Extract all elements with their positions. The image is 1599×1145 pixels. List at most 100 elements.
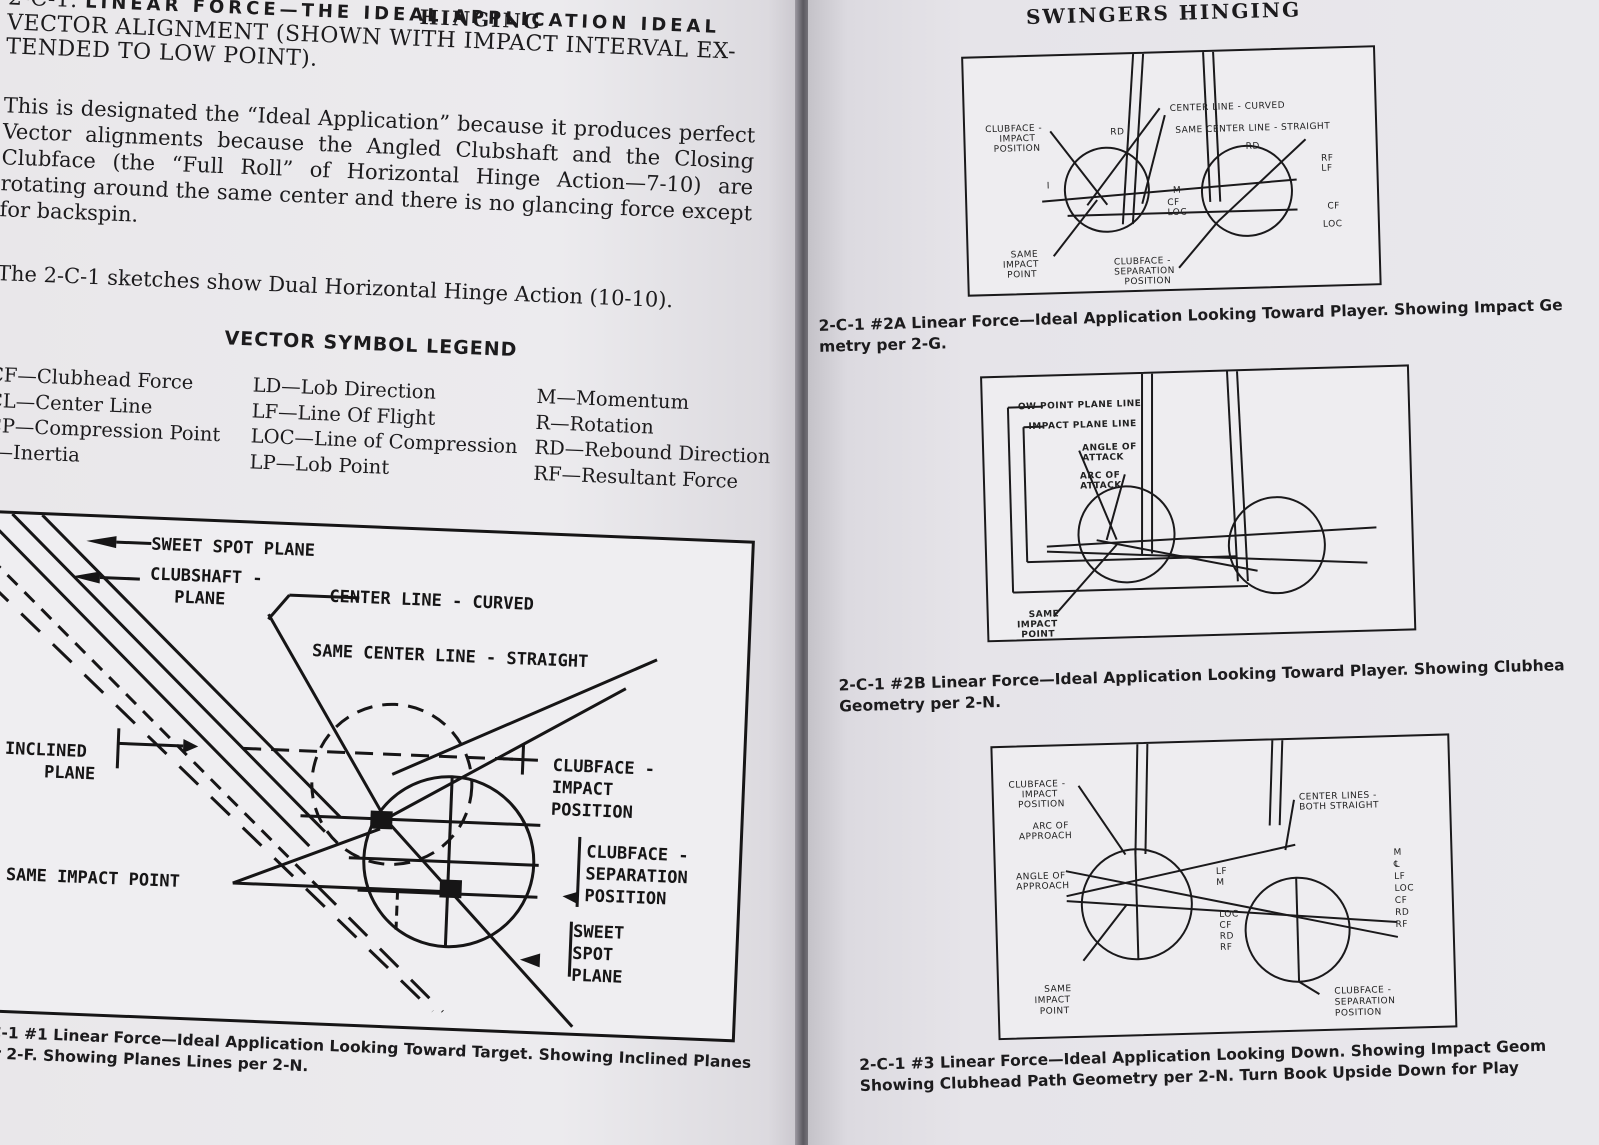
label-m: M [1393,848,1402,858]
label-rf: RF [1395,920,1408,930]
center-line-vertical [1295,877,1301,982]
label-clubshaft-plane: PLANE [174,587,226,609]
legend-title: VECTOR SYMBOL LEGEND [224,327,518,362]
shaft-line [1151,373,1154,554]
sweet-spot-leader [116,540,152,546]
shaft-line [1268,740,1274,826]
label-clubface-impact: POSITION [551,800,634,823]
label-center-line-curved: CENTER LINE - CURVED [1170,101,1286,114]
label-clubface-separation: SEPARATION [1114,266,1175,278]
rd-line [1086,107,1161,206]
label-cf: CF [1327,201,1340,211]
label-lf: LF [1216,867,1227,877]
label-clubface-separation: CLUBFACE - [1114,256,1171,268]
label-clubface-separation: SEPARATION [585,864,688,888]
label-clubface-impact: IMPACT [551,778,613,800]
curved-leader [1141,114,1166,205]
curved-center-line [267,613,387,820]
impact-bracket [502,757,523,762]
label-arc-of-approach: ARC OF [1033,821,1070,832]
arrow-head [86,536,117,549]
impact-point-marker [370,810,393,830]
label-rd: RD [1220,932,1234,942]
label-cf: CF [1167,198,1180,208]
dashed-plane-line [0,557,319,888]
clubshaft-line [0,522,311,848]
figure-2b-svg: OW POINT PLANE LINE IMPACT PLANE LINE AN… [1006,371,1377,640]
label-loc: LOC [1323,219,1343,230]
ground-line [1013,584,1249,594]
impact-bracket [520,744,526,775]
approach-line [1066,900,1398,923]
center-lines-leader [1284,799,1295,851]
label-clubface-separation: POSITION [584,886,667,909]
label-loc: LOC [1394,883,1414,894]
label-clubface-impact: IMPACT [1022,789,1058,800]
dashed-plane-line [0,581,434,1013]
impact-leader [1049,130,1109,206]
label-clubface-impact: CLUBFACE - [552,756,655,780]
label-same-impact: SAME [1011,250,1039,261]
impact-line [1067,208,1298,217]
paragraph-sketches: The 2-C-1 sketches show Dual Horizontal … [0,261,674,313]
center-line [1042,178,1297,203]
label-clubface-separation: CLUBFACE - [586,842,689,866]
arc-leader [1105,474,1126,541]
label-rd: RD [1246,141,1260,151]
label-rf: RF [1220,943,1233,953]
rf-line [1217,138,1307,223]
label-cf: CF [1219,921,1232,931]
figure-2a-caption: 2-C-1 #2A Linear Force—Ideal Application… [818,295,1563,358]
label-same-impact: SAME [1044,984,1072,995]
shaft-line [1144,743,1149,854]
clubhead-circle [1227,496,1326,595]
label-loc: LOC [1219,909,1239,920]
legend-column-1: CF—Clubhead Force CL—Center Line CP—Comp… [0,362,223,473]
label-clubface-impact: POSITION [994,144,1041,155]
label-inertia: I [1047,181,1050,191]
label-clubface-impact: POSITION [1018,799,1065,810]
center-line-vertical [1134,849,1140,960]
arrow-head [562,891,578,904]
impact-plane-line [1023,425,1044,429]
label-center-lines: CENTER LINES - [1299,790,1377,802]
label-clubface-separation: SEPARATION [1335,996,1396,1008]
figure-3-diagram: CLUBFACE - IMPACT POSITION ARC OF APPROA… [990,733,1458,1041]
label-clubface-impact: CLUBFACE - [985,124,1042,136]
figure-2b-diagram: OW POINT PLANE LINE IMPACT PLANE LINE AN… [980,364,1417,643]
label-rd: RD [1395,908,1409,918]
label-same-impact: POINT [1007,270,1037,281]
clubshaft-leader [99,575,140,581]
label-same-impact: IMPACT [1003,260,1039,271]
label-impact-plane-line: IMPACT PLANE LINE [1028,419,1137,432]
separation-leader [1178,221,1219,269]
right-page: SWINGERS HINGING [808,0,1599,1145]
clubhead-circle [1200,144,1293,237]
arrow-head [71,571,101,584]
label-same-center-line-straight: SAME CENTER LINE - STRAIGHT [312,641,589,672]
inclined-bracket [115,728,121,769]
arc-line [1046,550,1368,564]
approach-line [1066,843,1296,898]
shaft-line [1278,740,1284,826]
rebound-line [384,818,574,1028]
label-low-point-plane-line: OW POINT PLANE LINE [1018,399,1142,412]
clubhead-circle [1063,146,1150,233]
label-momentum: M [1173,186,1182,196]
center-line-leader [267,594,291,621]
legend-column-3: M—Momentum R—Rotation RD—Rebound Directi… [533,384,773,495]
label-same-impact: IMPACT [1034,995,1070,1006]
label-same-impact: POINT [1021,629,1055,640]
label-arc-of-attack: ARC OF [1080,471,1121,482]
label-rf: RF [1321,153,1334,163]
arrow-head [519,953,541,968]
label-clubface-impact: IMPACT [999,134,1035,145]
label-inclined-plane: INCLINED [5,739,88,762]
shaft-line [1202,51,1212,202]
impact-line [300,814,541,827]
inclined-leader [118,741,184,748]
impact-point-leader [232,881,458,894]
label-center-line: ℄ [1393,860,1401,870]
label-center-lines: BOTH STRAIGHT [1299,800,1379,812]
attack-line [1096,539,1258,572]
